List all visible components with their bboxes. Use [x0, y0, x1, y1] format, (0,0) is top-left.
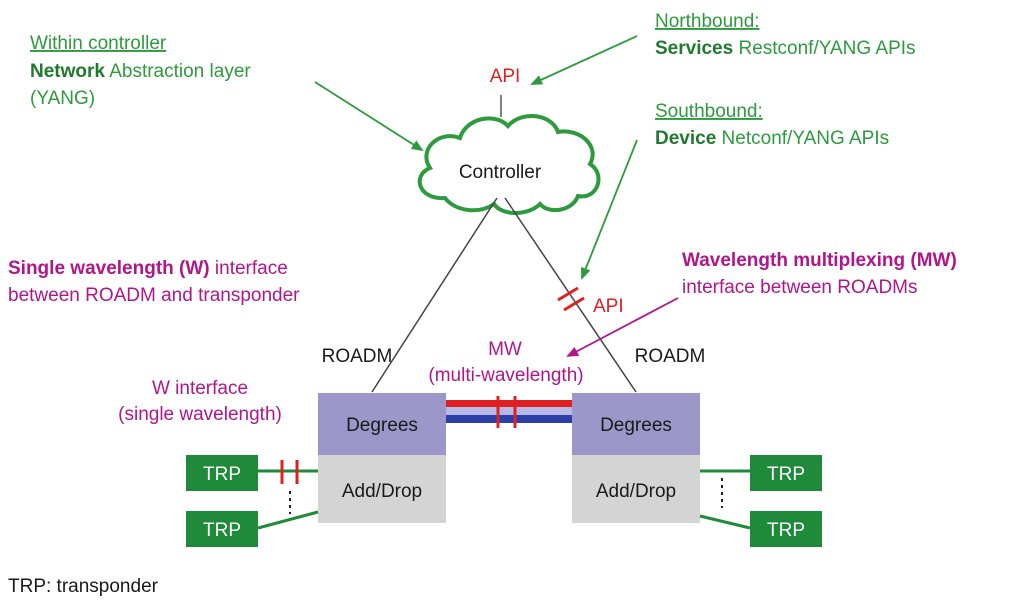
- northbound-line2: Services Restconf/YANG APIs: [655, 38, 916, 59]
- trp-left-top: [186, 455, 258, 491]
- trp-left-bottom-label: TRP: [203, 520, 241, 541]
- legend-text: TRP: transponder: [8, 576, 159, 597]
- w-interface-sub-label: (single wavelength): [118, 404, 282, 425]
- southbound-heading: Southbound:: [655, 101, 763, 122]
- api-south-label: API: [593, 296, 624, 317]
- controller-label: Controller: [459, 162, 542, 183]
- within-arrow: [314, 81, 424, 152]
- roadm-left-adddrop-label: Add/Drop: [342, 481, 422, 502]
- within-line3: (YANG): [30, 88, 95, 109]
- w-interface-label: W interface: [152, 378, 248, 399]
- trp-right-bottom-link: [699, 514, 751, 530]
- northbound-heading: Northbound:: [655, 11, 760, 32]
- controller-cloud-icon: [417, 113, 601, 215]
- within-line2: Network Abstraction layer: [30, 61, 251, 82]
- multi-w-arrow: [566, 297, 679, 357]
- roadm-right-adddrop-label: Add/Drop: [596, 481, 676, 502]
- mw-label: MW: [488, 339, 522, 360]
- roadm-left-degrees-label: Degrees: [346, 415, 418, 436]
- roadm-right-label: ROADM: [635, 346, 706, 367]
- trp-right-top-label: TRP: [767, 464, 805, 485]
- northbound-arrow: [530, 35, 638, 85]
- roadm-left-degrees-block: [318, 393, 446, 455]
- controller-right-link: [504, 197, 637, 393]
- api-top-label: API: [490, 66, 521, 87]
- multi-w-line1: Wavelength multiplexing (MW): [682, 250, 957, 271]
- trp-left-top-label: TRP: [203, 464, 241, 485]
- south-api-tick-2: [563, 296, 585, 312]
- trp-right-bottom-label: TRP: [767, 520, 805, 541]
- trp-right-bottom: [750, 511, 822, 547]
- roadm-right-degrees-block: [572, 393, 700, 455]
- mw-link-blue: [446, 415, 572, 423]
- roadm-left-adddrop-block: [318, 455, 446, 523]
- trp-left-bottom: [186, 511, 258, 547]
- controller-left-link: [371, 197, 498, 393]
- mw-link-red: [446, 400, 572, 407]
- roadm-left-label: ROADM: [322, 346, 393, 367]
- south-api-tick-1: [557, 286, 579, 302]
- mw-link-lavender: [446, 407, 572, 415]
- southbound-line2: Device Netconf/YANG APIs: [655, 128, 889, 149]
- roadm-right-adddrop-block: [572, 455, 700, 523]
- roadm-right-degrees-label: Degrees: [600, 415, 672, 436]
- southbound-arrow: [581, 139, 638, 280]
- trp-left-bottom-link: [257, 510, 319, 530]
- within-heading: Within controller: [30, 33, 167, 54]
- multi-w-line2: interface between ROADMs: [682, 277, 918, 298]
- single-w-line1: Single wavelength (W) interface: [8, 258, 288, 279]
- mw-sub-label: (multi-wavelength): [428, 365, 583, 386]
- single-w-line2: between ROADM and transponder: [8, 285, 300, 306]
- trp-right-top: [750, 455, 822, 491]
